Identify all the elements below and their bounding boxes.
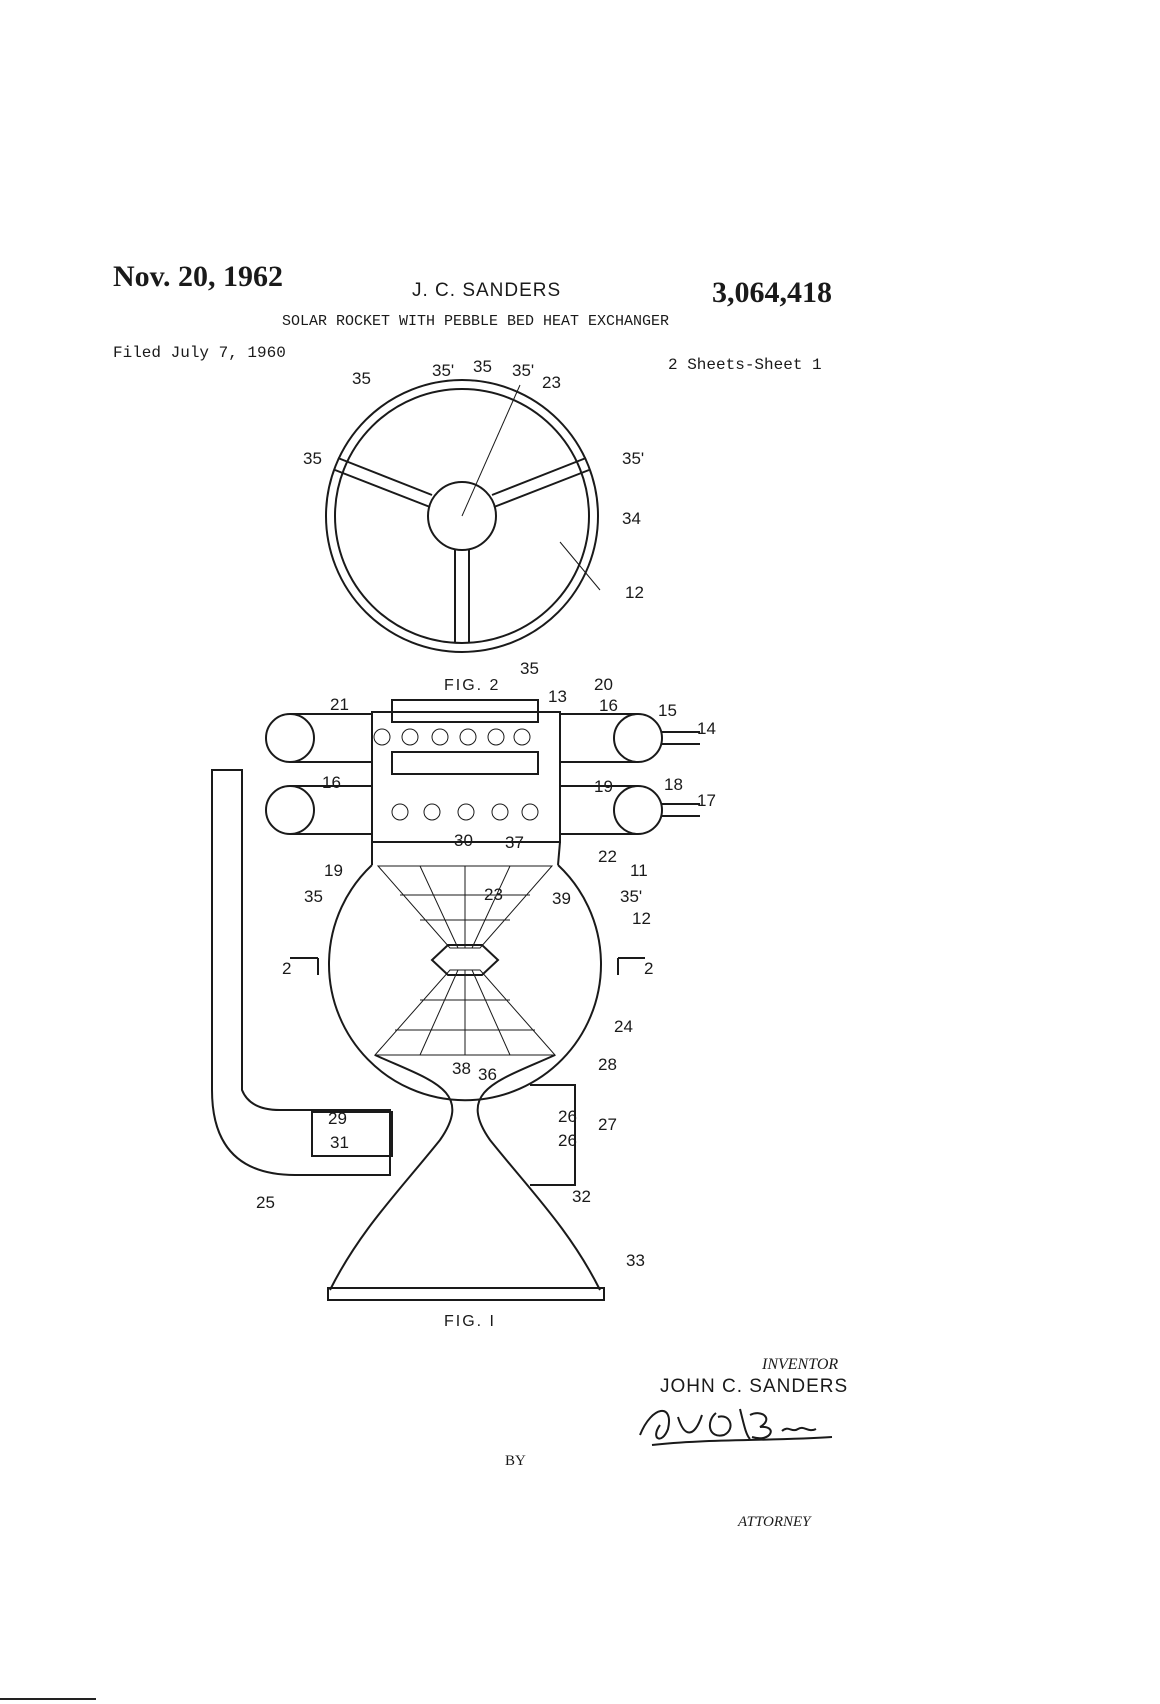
label: 13 <box>548 687 567 706</box>
label: 2 <box>644 959 653 978</box>
label: 35 <box>473 357 492 376</box>
label: 11 <box>630 861 648 880</box>
label: 16 <box>322 773 341 792</box>
label: 12 <box>632 909 651 928</box>
label: 25 <box>256 1193 275 1212</box>
label: 33 <box>626 1251 645 1270</box>
fig1-assembly <box>211 699 700 1301</box>
label: 35 <box>352 369 371 388</box>
attorney-label: ATTORNEY <box>738 1514 811 1530</box>
label: 30 <box>454 831 473 850</box>
label: 23 <box>542 373 561 392</box>
label: 34 <box>622 509 641 528</box>
label: 17 <box>697 791 716 810</box>
label: 28 <box>598 1055 617 1074</box>
label: 35 <box>303 449 322 468</box>
label: 36 <box>478 1065 497 1084</box>
fig1-caption: FIG. I <box>444 1313 496 1330</box>
fig2-wheel <box>325 379 601 653</box>
label: 39 <box>552 889 571 908</box>
label: 2 <box>282 959 291 978</box>
fig2-caption: FIG. 2 <box>444 677 500 694</box>
label: 12 <box>625 583 644 602</box>
label: 27 <box>598 1115 617 1134</box>
filed-date: Filed July 7, 1960 <box>113 344 286 362</box>
label: 23 <box>484 885 503 904</box>
label: 21 <box>330 695 349 714</box>
label: 35' <box>622 449 644 468</box>
patent-title: SOLAR ROCKET WITH PEBBLE BED HEAT EXCHAN… <box>282 313 670 330</box>
sheet-count: 2 Sheets-Sheet 1 <box>668 356 822 374</box>
label: 20 <box>594 675 613 694</box>
label: 37 <box>505 833 524 852</box>
label: 38 <box>452 1059 471 1078</box>
label: 35' <box>432 361 454 380</box>
label: 35 <box>304 887 323 906</box>
label: 19 <box>594 777 613 796</box>
label: 29 <box>328 1109 347 1128</box>
label: 22 <box>598 847 617 866</box>
label: 32 <box>572 1187 591 1206</box>
label: 26 <box>558 1131 577 1150</box>
reference-numerals: 35 35' 35 35' 23 35 35' 34 12 35 FIG. 2 … <box>256 357 716 1330</box>
label: 35' <box>512 361 534 380</box>
by-label: BY <box>505 1453 526 1469</box>
label: 26 <box>558 1107 577 1126</box>
label: 24 <box>614 1017 633 1036</box>
attorney-signature <box>639 1408 833 1446</box>
label: 19 <box>324 861 343 880</box>
label: 14 <box>697 719 716 738</box>
inventor-label: INVENTOR <box>762 1356 839 1373</box>
label: 35' <box>620 887 642 906</box>
label: 18 <box>664 775 683 794</box>
patent-number: 3,064,418 <box>712 276 832 309</box>
label: 31 <box>330 1133 349 1152</box>
patent-date: Nov. 20, 1962 <box>113 260 284 293</box>
inventor-header: J. C. SANDERS <box>412 280 562 301</box>
label: 35 <box>520 659 539 678</box>
label: 16 <box>599 696 618 715</box>
page-edge-divider <box>0 1698 96 1700</box>
label: 15 <box>658 701 677 720</box>
inventor-name: JOHN C. SANDERS <box>660 1376 849 1397</box>
